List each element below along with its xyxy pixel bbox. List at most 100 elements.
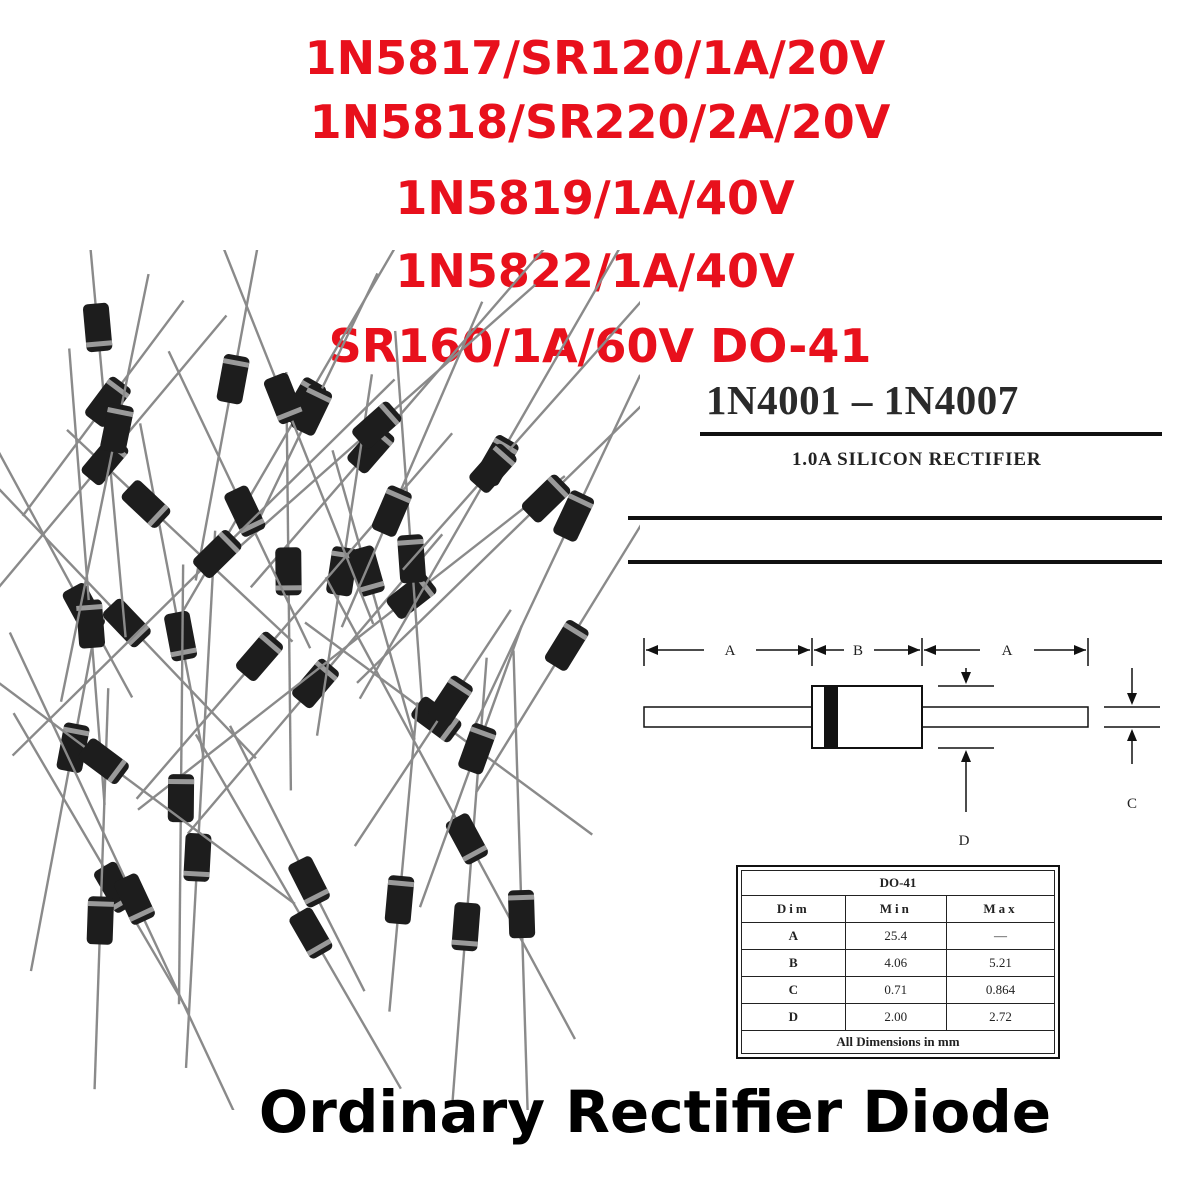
table-title: DO-41: [741, 870, 1055, 896]
diode-band: [439, 717, 460, 742]
diode-band: [218, 531, 240, 554]
diode-lead: [472, 374, 640, 730]
diode-band: [469, 726, 496, 740]
dim-label-a-left: A: [725, 643, 736, 659]
diode-band: [563, 622, 588, 641]
col-header-min: Min: [844, 895, 947, 923]
header-line-2: 1N5818/SR220/2A/20V: [309, 95, 891, 149]
diode-lead: [8, 632, 235, 1110]
dimension-table: DO-41 Dim Min Max A 25.4 — B 4.06 5.21 C…: [736, 865, 1060, 1059]
part-range-title: 1N4001 – 1N4007: [706, 377, 1019, 423]
title-rule: [700, 432, 1162, 436]
diode-band: [239, 518, 265, 534]
diode-band: [306, 938, 332, 957]
diode-lead: [356, 405, 640, 684]
diode-body: [275, 547, 302, 596]
diode-outline-drawing: A B A C D: [643, 638, 1160, 849]
diode-band: [147, 504, 169, 527]
row-dim: D: [741, 1003, 846, 1031]
diode-band: [222, 358, 250, 368]
diode-body: [167, 774, 195, 823]
diode-band: [76, 604, 103, 612]
diode-band: [170, 647, 197, 658]
diode-band: [168, 779, 195, 785]
diode-body: [76, 599, 106, 649]
diode-lead: [388, 702, 419, 1012]
dim-label-a-right: A: [1002, 643, 1013, 659]
diode-band: [547, 475, 569, 499]
dim-label-d: D: [959, 833, 970, 849]
col-header-dim: Dim: [741, 895, 846, 923]
diode-lead: [0, 451, 134, 699]
diode-lead: [228, 725, 366, 992]
diode-band: [306, 387, 332, 404]
diode-lead: [89, 250, 127, 638]
table-row: D 2.00 2.72: [741, 1003, 1056, 1031]
diode-lead: [340, 301, 484, 628]
row-min: 0.71: [844, 976, 947, 1004]
diode-band: [385, 488, 412, 504]
diode-band: [183, 870, 210, 878]
diode-band: [492, 437, 518, 455]
diode-band: [87, 901, 114, 907]
dim-label-b: B: [853, 643, 863, 659]
row-min: 2.00: [844, 1003, 947, 1031]
diode-lead: [324, 576, 577, 1040]
diode-lead: [138, 423, 205, 758]
dim-label-c: C: [1127, 796, 1137, 812]
diode-lead: [194, 733, 402, 1090]
diode-pile-image: [0, 250, 640, 1110]
diode-body: [507, 889, 536, 939]
diode-lead: [0, 682, 296, 905]
diode-lead: [331, 449, 416, 740]
table-row: A 25.4 —: [741, 922, 1056, 950]
row-dim: B: [741, 949, 846, 977]
diode-band: [387, 879, 415, 888]
table-row: B 4.06 5.21: [741, 949, 1056, 977]
diode-lead: [402, 300, 640, 571]
diode-band: [85, 340, 113, 348]
diode-band: [258, 633, 282, 655]
diode-band: [127, 624, 150, 646]
diode-body: [164, 610, 197, 662]
table-row: C 0.71 0.864: [741, 976, 1056, 1004]
row-max: —: [945, 922, 1056, 950]
diode-body: [451, 902, 481, 952]
diode-lead: [59, 273, 150, 702]
row-max: 5.21: [945, 949, 1056, 977]
diode-band: [378, 402, 400, 426]
diode-band: [507, 894, 535, 901]
diode-band: [451, 939, 478, 947]
diode-band: [62, 726, 90, 737]
col-header-max: Max: [945, 895, 1056, 923]
diode-lead: [137, 475, 566, 811]
diode-lead: [353, 609, 512, 847]
diode-band: [492, 445, 516, 467]
diode-band: [397, 538, 424, 546]
diode-lead: [184, 530, 217, 1069]
row-dim: C: [741, 976, 846, 1004]
diode-lead: [29, 615, 100, 972]
diode-body: [384, 875, 415, 925]
row-min: 25.4: [844, 922, 947, 950]
datasheet-subtitle: 1.0A SILICON RECTIFIER: [792, 449, 1042, 470]
diode-band: [128, 906, 155, 922]
diode-band: [567, 493, 594, 509]
diode-body: [82, 302, 113, 353]
header-line-1: 1N5817/SR120/1A/20V: [304, 31, 886, 85]
header-line-3: 1N5819/1A/40V: [395, 171, 795, 225]
row-max: 0.864: [945, 976, 1056, 1004]
row-min: 4.06: [844, 949, 947, 977]
row-dim: A: [741, 922, 846, 950]
diode-band: [107, 759, 127, 784]
diode-band: [303, 888, 330, 905]
diode-band: [107, 407, 134, 418]
diode-band: [276, 406, 303, 421]
divider-rule-2: [628, 560, 1162, 564]
divider-rule-1: [628, 516, 1162, 520]
diode-band: [447, 677, 472, 697]
table-footer: All Dimensions in mm: [741, 1030, 1055, 1054]
diode-band: [358, 580, 385, 593]
diode-body: [86, 896, 114, 945]
product-title: Ordinary Rectifier Diode: [258, 1078, 1052, 1146]
